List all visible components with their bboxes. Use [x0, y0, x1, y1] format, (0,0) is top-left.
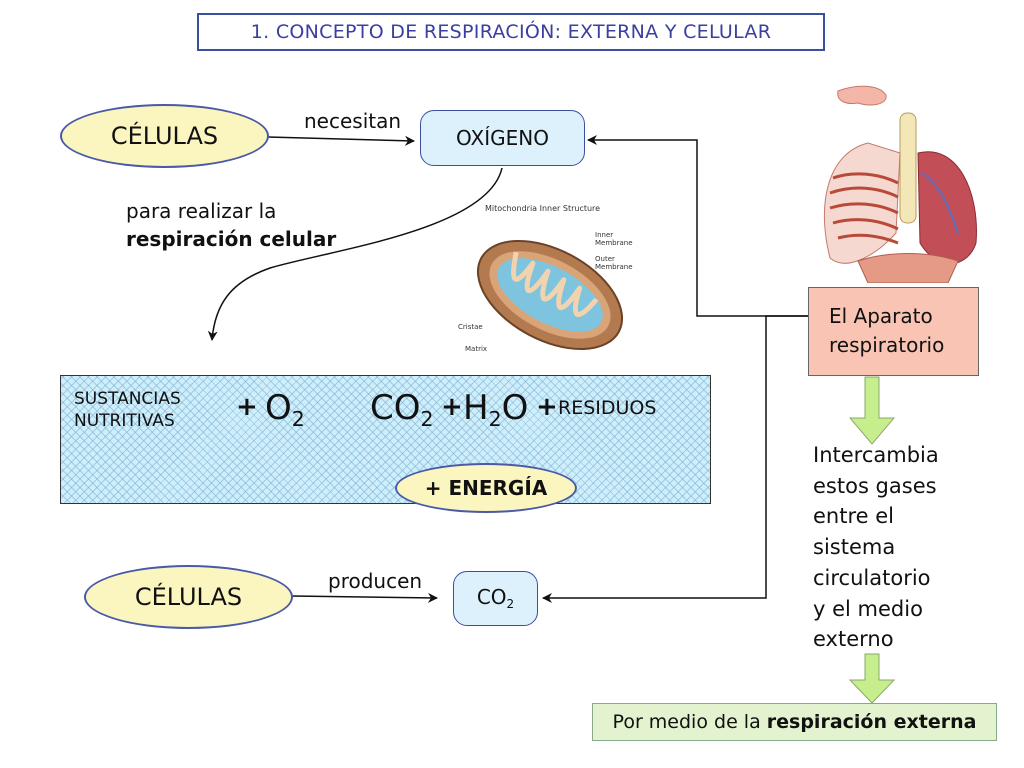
verb-need: necesitan — [304, 109, 402, 133]
energy-label: + ENERGÍA — [424, 476, 548, 500]
external-respiration-box: Por medio de la respiración externa — [592, 703, 997, 741]
exchange-line-3: entre el — [813, 504, 894, 529]
footer-prefix: Por medio de la — [612, 711, 761, 733]
exchange-line-6: y el medio — [813, 596, 923, 621]
plus-3: + — [536, 392, 558, 422]
page-title: 1. CONCEPTO DE RESPIRACIÓN: EXTERNA Y CE… — [197, 13, 825, 51]
co2-box-label: CO2 — [477, 585, 514, 611]
green-arrow-down-2 — [848, 653, 896, 704]
h2o-h: H — [463, 388, 489, 428]
equation-box — [60, 375, 711, 504]
h2o-subscript: 2 — [488, 407, 502, 432]
formula-h2o: H2O — [463, 388, 528, 431]
plus-2: + — [441, 392, 463, 422]
plus-1: + — [236, 392, 258, 422]
mito-label-matrix: Matrix — [465, 345, 487, 353]
o2-subscript: 2 — [291, 407, 305, 432]
cells-ellipse-top: CÉLULAS — [60, 104, 269, 168]
respiratory-system-image — [823, 85, 977, 283]
co2-symbol: CO — [370, 388, 421, 428]
co2-box: CO2 — [453, 571, 538, 626]
exchange-text: Intercambia estos gases entre el sistema… — [813, 440, 939, 655]
connector-apparatus-to-oxygen — [587, 135, 808, 317]
exchange-line-5: circulatorio — [813, 565, 931, 590]
residues-label: RESIDUOS — [558, 397, 657, 419]
energy-ellipse: + ENERGÍA — [395, 463, 577, 513]
cells-ellipse-bottom: CÉLULAS — [84, 565, 293, 629]
apparatus-line-1: El Aparato — [829, 304, 933, 328]
exchange-line-1: Intercambia — [813, 443, 939, 467]
purpose-line-1: para realizar la — [126, 199, 277, 223]
green-arrow-down-1 — [848, 376, 896, 445]
mito-label-inner: Inner — [595, 231, 613, 239]
footer-bold: respiración externa — [766, 711, 977, 733]
cells-label-top: CÉLULAS — [110, 122, 219, 150]
mito-label-inner-2: Membrane — [595, 239, 633, 247]
mitochondria-title: Mitochondria Inner Structure — [485, 204, 600, 213]
co2-box-symbol: CO — [476, 585, 507, 610]
mito-label-outer-2: Membrane — [595, 263, 633, 271]
co2-subscript: 2 — [420, 407, 434, 432]
connector-apparatus-to-co2 — [542, 315, 808, 603]
verb-produce: producen — [328, 569, 423, 593]
exchange-line-7: externo — [813, 627, 894, 652]
reactant-line-1: SUSTANCIAS — [74, 389, 181, 409]
exchange-line-2: estos gases — [813, 473, 937, 498]
exchange-line-4: sistema — [813, 535, 896, 560]
curved-arrow-oxygen-to-equation — [207, 167, 503, 341]
mito-label-outer: Outer — [595, 255, 615, 263]
apparatus-line-2: respiratorio — [829, 333, 945, 357]
purpose-text: para realizar la respiración celular — [126, 197, 336, 253]
reactant-line-2: NUTRITIVAS — [74, 411, 175, 432]
cells-label-bottom: CÉLULAS — [134, 583, 243, 611]
co2-box-subscript: 2 — [506, 597, 515, 612]
formula-co2: CO2 — [370, 388, 434, 431]
respiratory-apparatus-box: El Aparato respiratorio — [808, 287, 979, 376]
arrow-cells-to-co2 — [291, 592, 438, 603]
formula-o2: O2 — [265, 388, 305, 431]
purpose-line-2: respiración celular — [126, 227, 337, 251]
h2o-o: O — [501, 388, 529, 428]
oxygen-box: OXÍGENO — [420, 110, 585, 166]
oxygen-label: OXÍGENO — [456, 126, 549, 150]
mitochondria-image: Mitochondria Inner Structure Inner Membr… — [458, 204, 633, 353]
reactant-nutrients: SUSTANCIAS NUTRITIVAS — [74, 388, 181, 432]
arrow-cells-to-oxygen — [267, 135, 415, 146]
mito-label-cristae: Cristae — [458, 323, 483, 331]
o2-symbol: O — [265, 388, 292, 428]
